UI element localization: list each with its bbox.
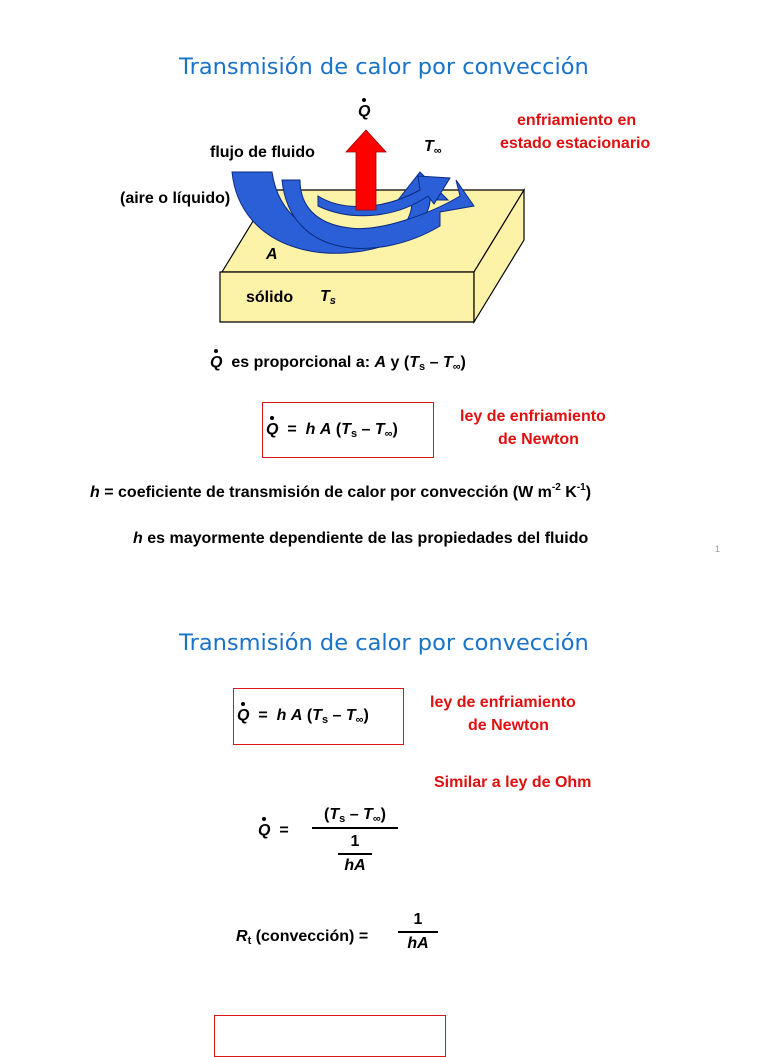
q-fraction: (Ts – T∞) 1 hA bbox=[312, 806, 398, 875]
diagram-q-symbol: Q bbox=[358, 98, 371, 120]
flow-sub-label: (aire o líquido) bbox=[120, 190, 231, 207]
ohm-analogy: Similar a ley de Ohm bbox=[434, 774, 592, 791]
newton-law-line1: ley de enfriamiento bbox=[460, 408, 606, 425]
q-fraction-lhs: Q = bbox=[258, 817, 289, 839]
ts-label: Ts bbox=[320, 288, 336, 307]
q-fraction-inner-den: hA bbox=[344, 857, 366, 874]
resistance-num: 1 bbox=[413, 911, 423, 928]
newton-formula-box-2 bbox=[233, 688, 404, 745]
solid-side-face bbox=[473, 187, 525, 325]
newton-formula: Q = h A (Ts – T∞) bbox=[266, 416, 398, 440]
q-fraction-inner-num: 1 bbox=[350, 833, 360, 850]
proportional-statement: Q es proporcional a: A y (Ts – T∞) bbox=[210, 349, 466, 373]
flow-label: flujo de fluido bbox=[210, 144, 315, 161]
newton-law-line2: de Newton bbox=[498, 431, 579, 448]
slide1-title: Transmisión de calor por convección bbox=[179, 54, 589, 80]
newton-law-line1-2: ley de enfriamiento bbox=[430, 694, 576, 711]
resistance-bar bbox=[398, 931, 438, 933]
h-dependence: h es mayormente dependiente de las propi… bbox=[133, 530, 589, 547]
flow-arrow-top bbox=[317, 175, 451, 217]
resistance-den: hA bbox=[407, 935, 429, 952]
q-fraction-bar bbox=[312, 827, 398, 829]
steady-line1: enfriamiento en bbox=[517, 112, 637, 129]
page-number: 1 bbox=[715, 544, 721, 554]
bottom-formula-box bbox=[214, 1015, 446, 1057]
newton-formula-2: Q = h A (Ts – T∞) bbox=[237, 702, 369, 726]
newton-law-line2-2: de Newton bbox=[468, 717, 549, 734]
q-fraction-inner-bar bbox=[338, 853, 372, 855]
resistance-lhs: Rt (convección) = bbox=[236, 928, 369, 947]
newton-formula-box bbox=[262, 402, 434, 458]
area-label: A bbox=[266, 246, 278, 263]
q-fraction-numerator: (Ts – T∞) bbox=[324, 806, 386, 825]
steady-line2: estado estacionario bbox=[500, 135, 651, 152]
h-definition: h = coeficiente de transmisión de calor … bbox=[90, 482, 592, 501]
convection-diagram bbox=[219, 129, 526, 325]
solid-label: sólido bbox=[246, 289, 294, 306]
flow-arrow-right bbox=[281, 179, 475, 249]
resistance-fraction: 1 hA bbox=[398, 911, 438, 953]
diagram-t-inf: T∞ bbox=[424, 138, 442, 157]
slide2-title: Transmisión de calor por convección bbox=[179, 630, 589, 656]
heat-arrow bbox=[345, 129, 387, 211]
